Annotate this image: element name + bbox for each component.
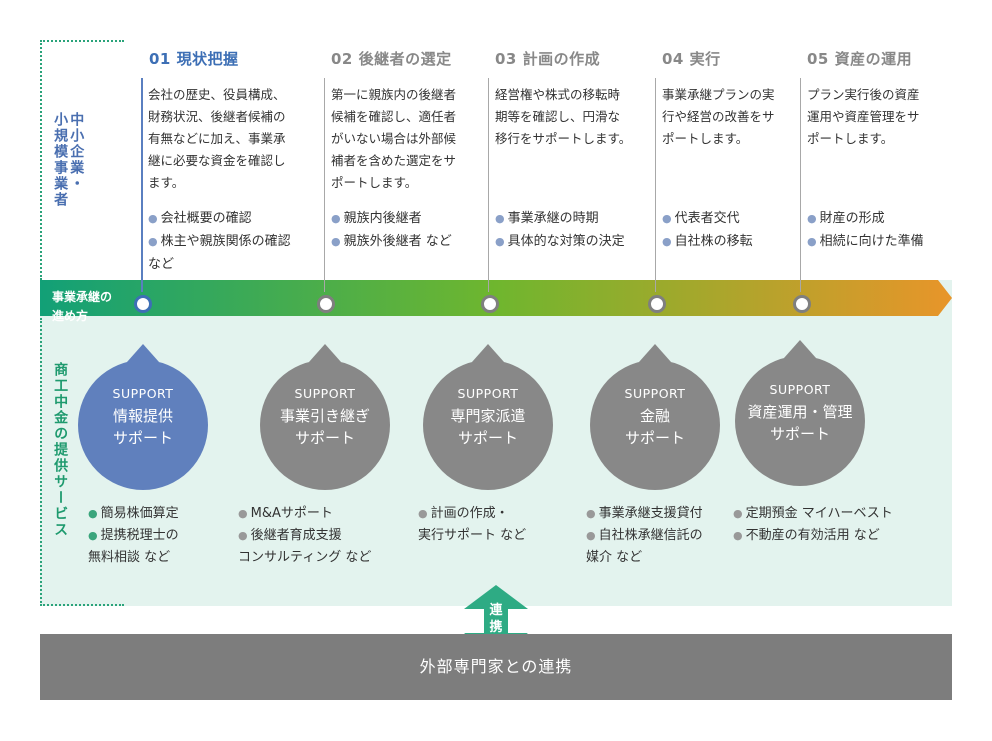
support-en-label: SUPPORT	[294, 386, 356, 401]
bullet-icon: ●	[807, 235, 817, 248]
list-item: ●M&Aサポート	[238, 506, 333, 521]
bullet-icon: ●	[238, 529, 248, 542]
step-title: 04 実行	[662, 50, 721, 68]
support-succession-items: ●M&Aサポート ●後継者育成支援 コンサルティング など	[238, 503, 371, 569]
list-item: ●会社概要の確認	[148, 211, 252, 226]
step-title: 02 後継者の選定	[331, 50, 452, 68]
list-item: ●簡易株価算定	[88, 506, 179, 521]
support-succession: SUPPORT 事業引き継ぎ サポート	[260, 344, 390, 490]
bullet-icon: ●	[88, 507, 98, 520]
list-item: ●代表者交代	[662, 211, 740, 226]
support-info-items: ●簡易株価算定 ●提携税理士の 無料相談 など	[88, 503, 179, 569]
step-desc: 会社の歴史、役員構成、 財務状況、後継者候補の 有無などに加え、事業承 継に必要…	[148, 87, 286, 190]
support-asset-items: ●定期預金 マイハーベスト ●不動産の有効活用 など	[733, 503, 893, 547]
support-en-label: SUPPORT	[457, 386, 519, 401]
bullet-icon: ●	[495, 235, 505, 248]
support-info: SUPPORT 情報提供 サポート	[78, 344, 208, 490]
list-item: ●後継者育成支援 コンサルティング など	[238, 528, 372, 565]
step-2: 02 後継者の選定	[331, 48, 452, 69]
bullet-icon: ●	[662, 235, 672, 248]
step-title: 03 計画の作成	[495, 50, 601, 68]
list-item: ●事業承継支援貸付	[586, 506, 703, 521]
step-5: 05 資産の運用	[807, 48, 912, 69]
support-finance: SUPPORT 金融 サポート	[590, 344, 720, 490]
list-item: ●事業承継の時期	[495, 211, 599, 226]
step-items: ●会社概要の確認 ●株主や親族関係の確認 など	[148, 207, 291, 276]
step-marker-3	[481, 295, 499, 313]
bullet-icon: ●	[148, 235, 158, 248]
step-line	[141, 78, 143, 292]
list-item: ●自社株の移転	[662, 234, 753, 249]
step-desc: 第一に親族内の後継者 候補を確認し、適任者 がいない場合は外部候 補者を含めた選…	[331, 87, 457, 190]
list-item: ●不動産の有効活用 など	[733, 528, 880, 543]
user-frame	[40, 40, 124, 280]
list-item: ●株主や親族関係の確認 など	[148, 234, 291, 272]
support-jp-label: 情報提供 サポート	[112, 407, 173, 447]
step-4: 04 実行	[662, 48, 721, 69]
bullet-icon: ●	[331, 235, 341, 248]
bullet-icon: ●	[495, 212, 505, 225]
step-marker-4	[648, 295, 666, 313]
bullet-icon: ●	[238, 507, 248, 520]
step-desc: 事業承継プランの実 行や経営の改善をサ ポートします。	[662, 87, 775, 146]
bullet-icon: ●	[807, 212, 817, 225]
bullet-icon: ●	[733, 529, 743, 542]
step-line	[324, 78, 325, 292]
step-items: ●親族内後継者 ●親族外後継者 など	[331, 207, 452, 253]
support-finance-items: ●事業承継支援貸付 ●自社株承継信託の 媒介 など	[586, 503, 703, 569]
support-expert-items: ●計画の作成・ 実行サポート など	[418, 503, 526, 547]
support-jp-label: 資産運用・管理 サポート	[747, 403, 853, 443]
user-label: 中小企業・ 小規模事業者	[52, 112, 85, 208]
support-en-label: SUPPORT	[769, 382, 831, 397]
step-title: 01 現状把握	[149, 50, 239, 68]
step-line	[800, 78, 801, 292]
bullet-icon: ●	[331, 212, 341, 225]
list-item: ●親族外後継者 など	[331, 234, 452, 249]
list-item: ●財産の形成	[807, 211, 885, 226]
step-desc: プラン実行後の資産 運用や資産管理をサ ポートします。	[807, 87, 920, 146]
step-3: 03 計画の作成	[495, 48, 600, 69]
service-frame	[40, 318, 124, 606]
process-label: 事業承継の 進め方	[52, 290, 113, 323]
step-marker-2	[317, 295, 335, 313]
step-line	[488, 78, 489, 292]
step-items: ●財産の形成 ●相続に向けた準備	[807, 207, 924, 253]
list-item: ●親族内後継者	[331, 211, 422, 226]
list-item: ●定期預金 マイハーベスト	[733, 506, 893, 521]
bullet-icon: ●	[148, 212, 158, 225]
support-en-label: SUPPORT	[112, 386, 174, 401]
external-experts-bar: 外部専門家との連携	[40, 634, 952, 700]
support-expert: SUPPORT 専門家派遣 サポート	[423, 344, 553, 490]
list-item: ●自社株承継信託の 媒介 など	[586, 528, 703, 565]
step-marker-5	[793, 295, 811, 313]
support-jp-label: 金融 サポート	[624, 407, 685, 447]
step-items: ●代表者交代 ●自社株の移転	[662, 207, 753, 253]
service-label: 商工中金の提供サービス	[52, 362, 69, 538]
bullet-icon: ●	[586, 507, 596, 520]
step-marker-1	[134, 295, 152, 313]
support-en-label: SUPPORT	[624, 386, 686, 401]
list-item: ●計画の作成・ 実行サポート など	[418, 506, 527, 543]
support-jp-label: 専門家派遣 サポート	[450, 407, 526, 447]
support-asset: SUPPORT 資産運用・管理 サポート	[735, 340, 865, 486]
step-1: 01 現状把握	[149, 48, 239, 69]
bullet-icon: ●	[662, 212, 672, 225]
list-item: ●具体的な対策の決定	[495, 234, 625, 249]
support-jp-label: 事業引き継ぎ サポート	[279, 407, 370, 447]
link-label: 連携	[489, 603, 503, 635]
step-desc: 経営権や株式の移転時 期等を確認し、円滑な 移行をサポートします。	[495, 87, 632, 146]
step-line	[655, 78, 656, 292]
list-item: ●提携税理士の 無料相談 など	[88, 528, 179, 565]
bullet-icon: ●	[88, 529, 98, 542]
bullet-icon: ●	[733, 507, 743, 520]
step-title: 05 資産の運用	[807, 50, 913, 68]
step-items: ●事業承継の時期 ●具体的な対策の決定	[495, 207, 625, 253]
bullet-icon: ●	[418, 507, 428, 520]
bullet-icon: ●	[586, 529, 596, 542]
list-item: ●相続に向けた準備	[807, 234, 924, 249]
